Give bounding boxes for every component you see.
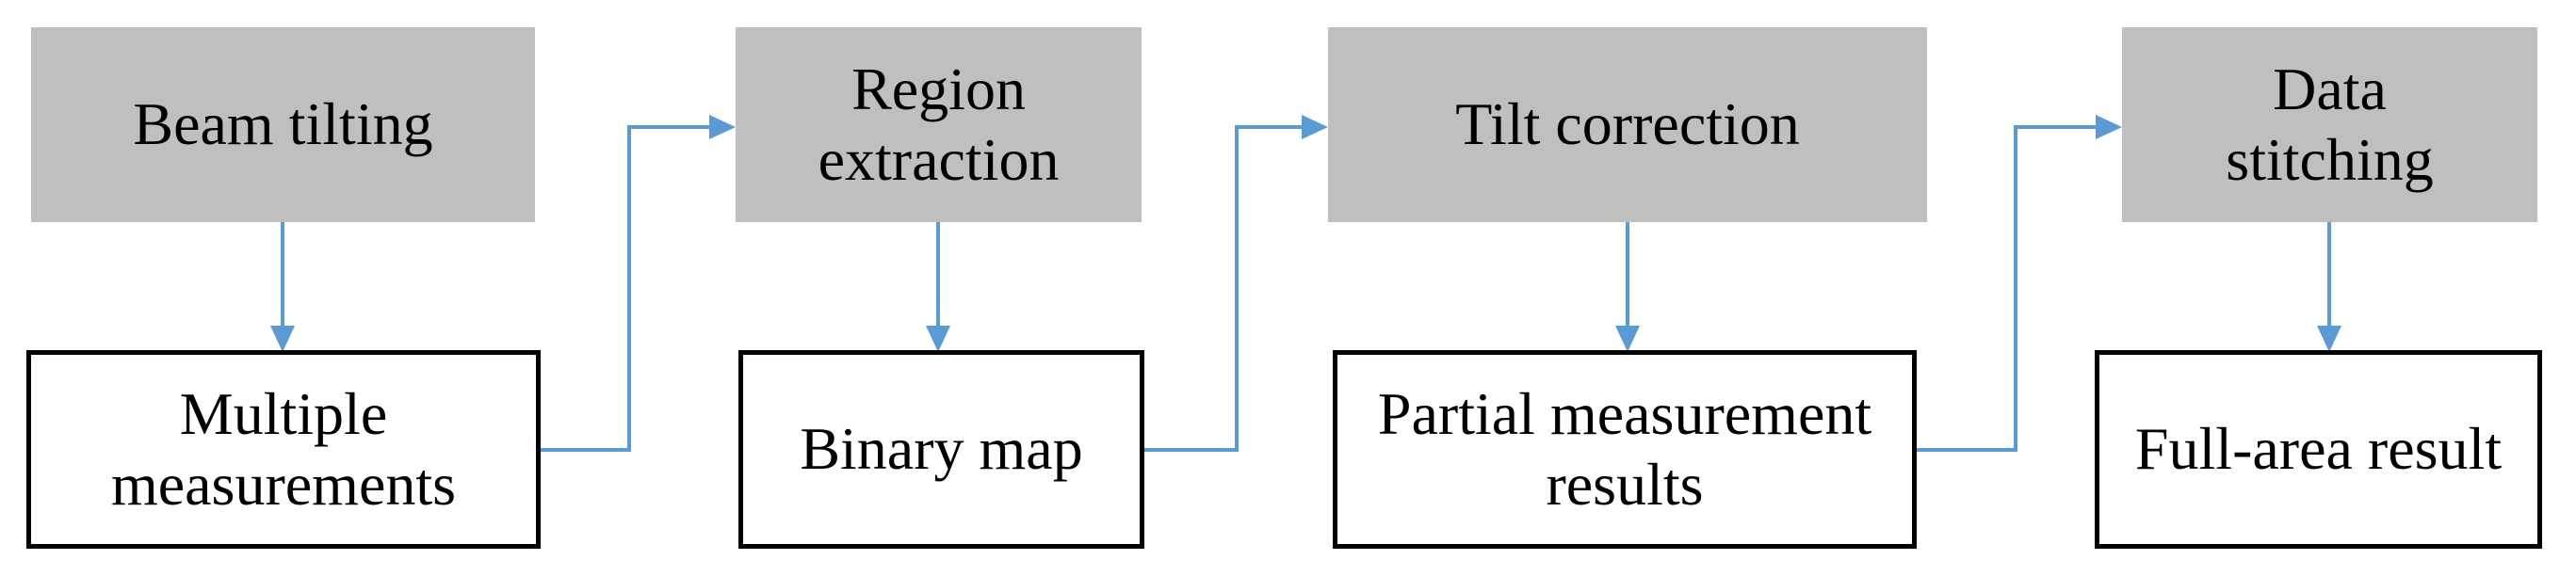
connector-data_stitching-to-full_area_result xyxy=(2317,222,2341,352)
node-data-stitching: Data stitching xyxy=(2122,27,2537,222)
connector-beam_tilting-to-multiple_measurements xyxy=(270,222,295,352)
node-binary-map: Binary map xyxy=(738,350,1144,549)
connector-partial_results-to-data_stitching xyxy=(1917,115,2122,452)
arrowhead-icon xyxy=(1615,326,1640,352)
node-multiple-measurements: Multiple measurements xyxy=(26,350,541,549)
node-tilt-correction: Tilt correction xyxy=(1328,27,1927,222)
arrowhead-icon xyxy=(709,115,736,139)
node-region-extraction: Region extraction xyxy=(736,27,1142,222)
arrowhead-icon xyxy=(270,326,295,352)
arrowhead-icon xyxy=(2096,115,2122,139)
arrowhead-icon xyxy=(926,326,950,352)
connector-binary_map-to-tilt_correction xyxy=(1144,115,1328,452)
connector-region_extraction-to-binary_map xyxy=(926,222,950,352)
connector-tilt_correction-to-partial_results xyxy=(1615,222,1640,352)
node-partial-measurement-results: Partial measurement results xyxy=(1333,350,1917,549)
arrowhead-icon xyxy=(1302,115,1328,139)
node-full-area-result: Full-area result xyxy=(2095,350,2542,549)
arrowhead-icon xyxy=(2317,326,2341,352)
node-beam-tilting: Beam tilting xyxy=(31,27,535,222)
connector-multiple_measurements-to-region_extraction xyxy=(541,115,736,452)
